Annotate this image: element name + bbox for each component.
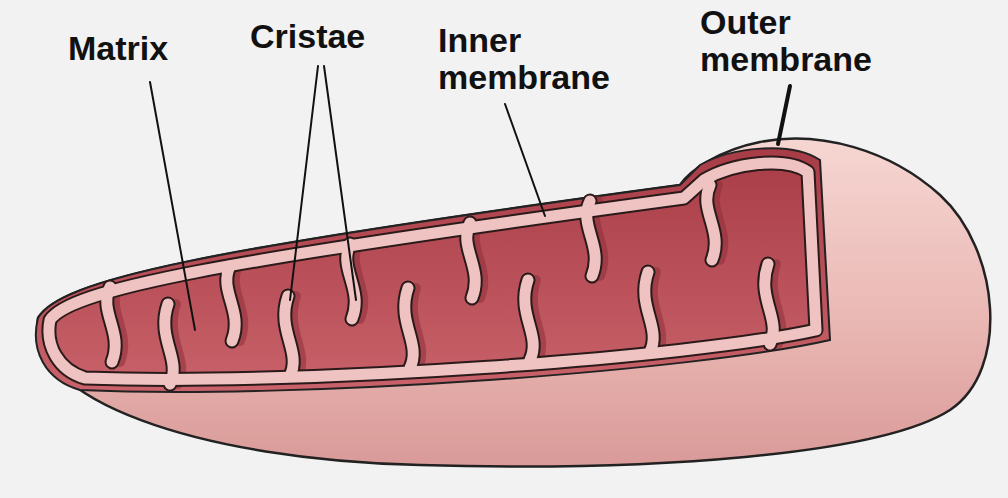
leader-line bbox=[290, 66, 318, 300]
leader-line bbox=[778, 86, 790, 144]
leader-line bbox=[150, 82, 195, 330]
part-label: Matrix bbox=[68, 30, 268, 67]
leader-line bbox=[324, 66, 356, 300]
part-label: Outer membrane bbox=[700, 4, 912, 79]
label-holder: Cristae bbox=[250, 18, 450, 55]
label-holder: Outer membrane bbox=[700, 4, 912, 79]
leader-line bbox=[505, 104, 545, 216]
label-holder: Inner membrane bbox=[438, 22, 638, 97]
cut-cavity bbox=[36, 148, 830, 392]
inner-membrane-outline bbox=[49, 163, 816, 384]
label-holder: Matrix bbox=[68, 30, 268, 67]
leader-lines bbox=[150, 66, 790, 330]
part-label: Cristae bbox=[250, 18, 450, 55]
part-label: Inner membrane bbox=[438, 22, 638, 97]
inner-membrane-cristae bbox=[49, 163, 816, 384]
